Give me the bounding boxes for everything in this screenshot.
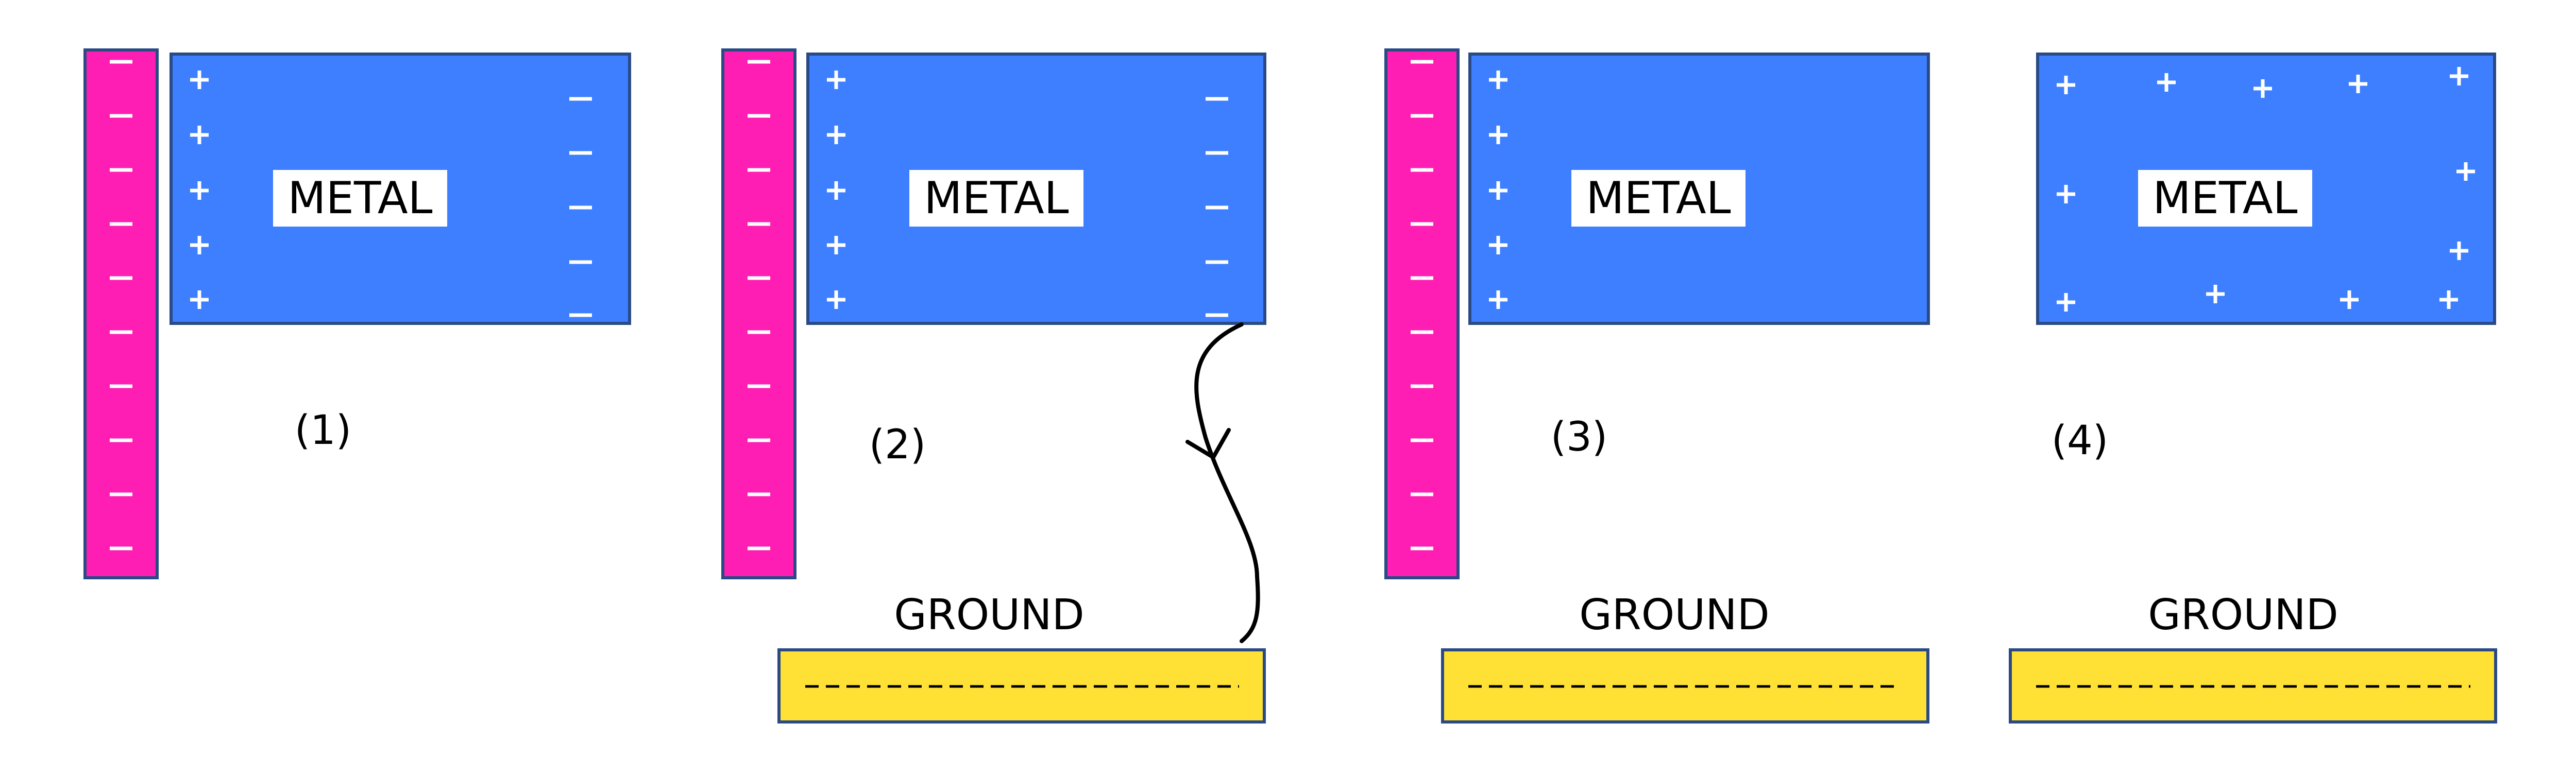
- panel-1: METAL (1): [83, 48, 631, 579]
- metal-label-box: [909, 170, 1083, 227]
- plus-charge: [190, 71, 209, 89]
- charged-rod: [1384, 48, 1460, 579]
- metal-label-box: [273, 170, 447, 227]
- plus-charge: [2439, 290, 2458, 309]
- rod-negative-charges: [110, 60, 132, 550]
- plus-charge: [1489, 290, 1507, 309]
- plus-charge: [827, 290, 845, 309]
- wire-arrow-icon: [1185, 428, 1231, 459]
- charged-rod: [83, 48, 159, 579]
- plus-charge: [2349, 75, 2367, 93]
- plus-charge: [190, 181, 209, 200]
- metal-positive-charges: [827, 71, 845, 309]
- plus-charge: [2450, 67, 2468, 85]
- plus-charge: [190, 126, 209, 144]
- step-label: (2): [869, 422, 926, 468]
- plus-charge: [2456, 162, 2475, 181]
- plus-charge: [190, 290, 209, 309]
- ground-wire: [1194, 322, 1260, 643]
- panel-4: METAL (4) GROUND: [2009, 53, 2497, 723]
- metal-negative-charges: [1206, 97, 1228, 317]
- plus-charge: [1489, 181, 1507, 200]
- metal-label: METAL: [924, 173, 1069, 224]
- plus-charge: [190, 236, 209, 254]
- plus-charge: [2057, 185, 2075, 203]
- step-label: (3): [1551, 414, 1608, 460]
- charged-rod: [721, 48, 796, 579]
- step-label: (1): [295, 407, 352, 454]
- ground-label: GROUND: [2148, 591, 2338, 640]
- plus-charge: [2057, 76, 2075, 94]
- metal-label: METAL: [287, 173, 432, 224]
- plus-charge: [2253, 79, 2272, 98]
- plus-charge: [827, 126, 845, 144]
- plus-charge: [827, 236, 845, 254]
- metal-positive-charges: [1489, 71, 1507, 309]
- metal-label-box: [2138, 170, 2312, 227]
- panel-2: METAL (2) GROUND: [721, 48, 1266, 723]
- plus-charge: [1489, 71, 1507, 89]
- plus-charge: [827, 71, 845, 89]
- plus-charge: [2450, 242, 2468, 260]
- plus-charge: [2340, 290, 2359, 309]
- panel-3: METAL (3) GROUND: [1384, 48, 1930, 723]
- rod-negative-charges: [1411, 60, 1433, 550]
- metal-negative-charges: [569, 97, 592, 317]
- metal-positive-charges: [190, 71, 209, 309]
- plus-charge: [2057, 293, 2075, 312]
- metal-positive-charges: [2057, 67, 2475, 312]
- plus-charge: [1489, 236, 1507, 254]
- metal-label-box: [1571, 170, 1745, 227]
- plus-charge: [1489, 126, 1507, 144]
- plus-charge: [2157, 73, 2176, 92]
- plus-charge: [2206, 285, 2225, 303]
- ground-label: GROUND: [1579, 591, 1770, 640]
- step-label: (4): [2052, 418, 2109, 464]
- rod-negative-charges: [748, 60, 770, 550]
- metal-label: METAL: [1586, 173, 1731, 224]
- ground-label: GROUND: [894, 591, 1084, 640]
- plus-charge: [827, 181, 845, 200]
- metal-label: METAL: [2153, 173, 2297, 224]
